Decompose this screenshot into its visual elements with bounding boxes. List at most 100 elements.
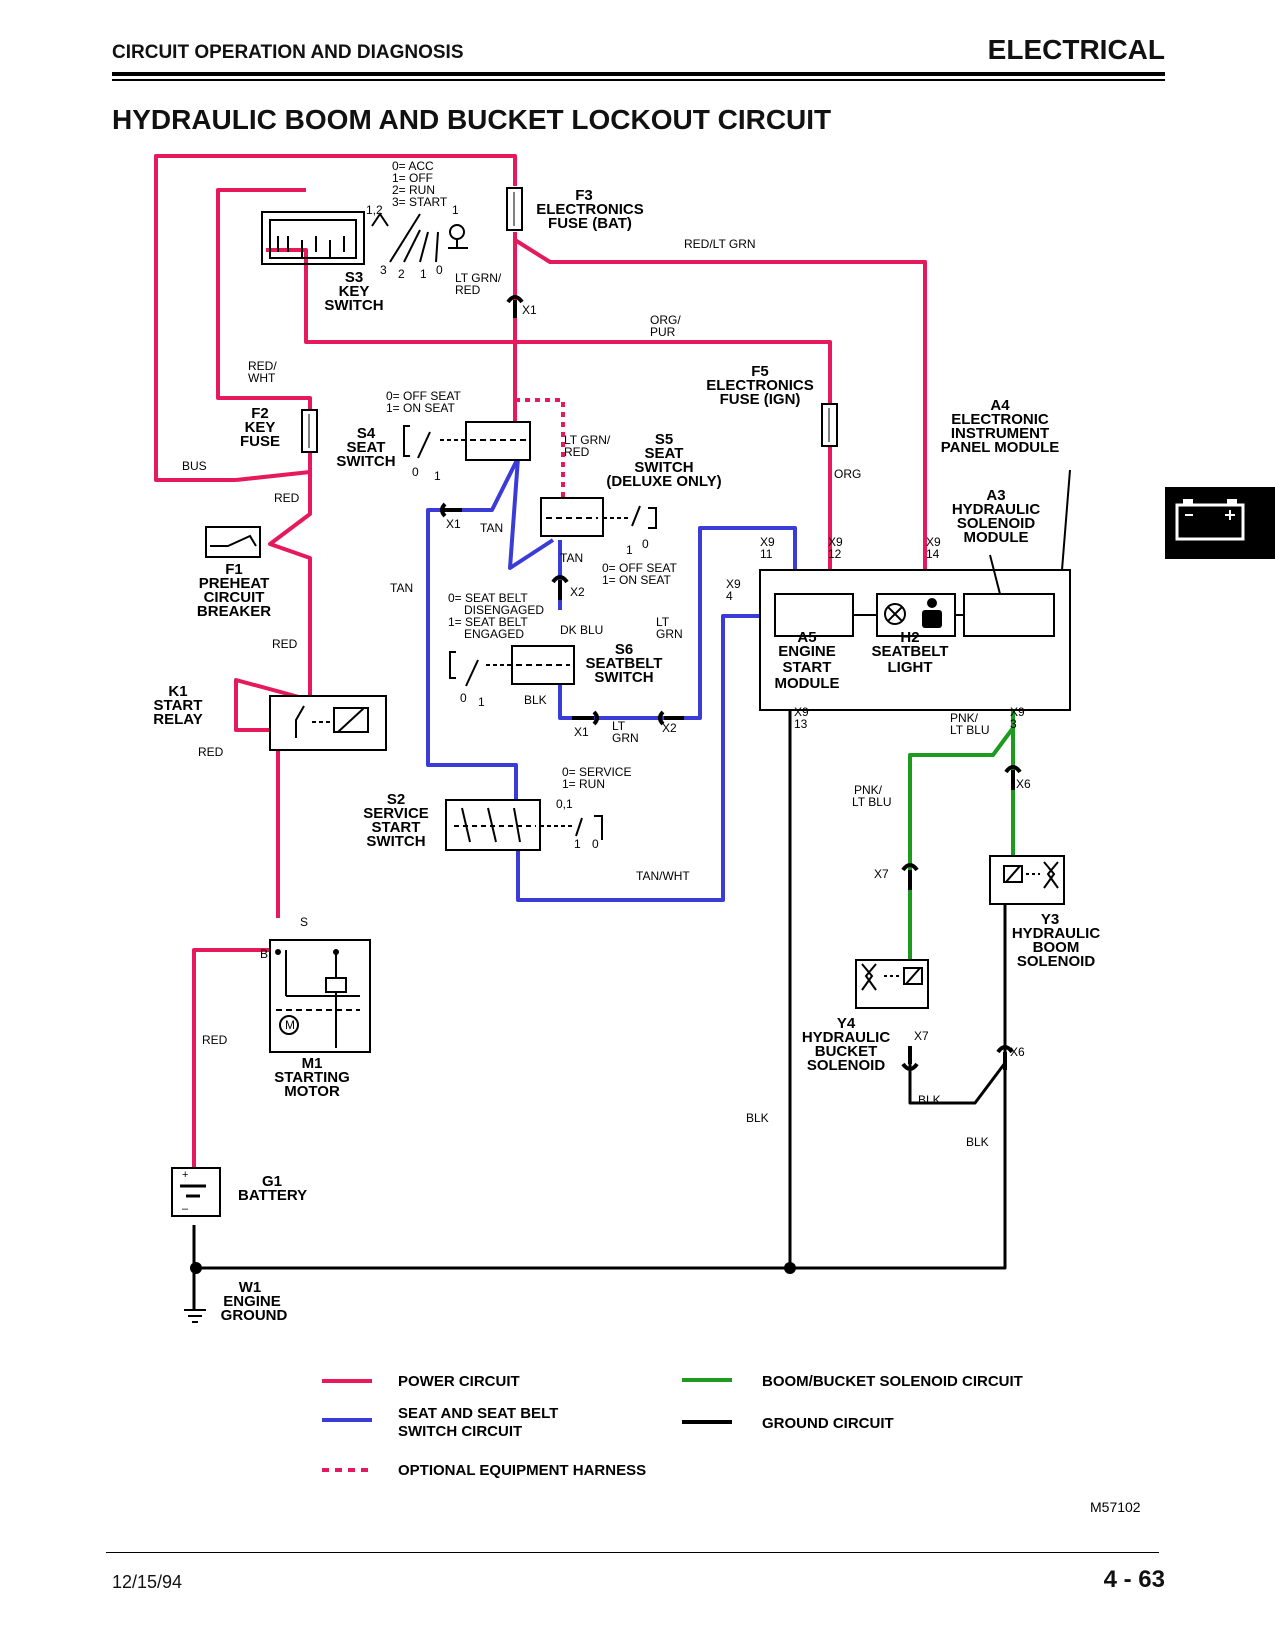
wire-lt-grn-red2-b: RED [564,445,590,459]
f5-label: F5 ELECTRONICS FUSE (IGN) [706,363,814,408]
electrical-section-tab[interactable] [1165,487,1275,559]
g1-id: G1 [262,1173,282,1190]
s4-pos-1: 1= ON SEAT [386,401,455,415]
wire-bus: BUS [182,459,207,473]
wire-red-4: RED [202,1033,228,1047]
seat-circuit-wires [426,457,797,902]
f3-label: F3 ELECTRONICS FUSE (BAT) [536,187,644,232]
s4-id: S4 [357,425,376,442]
s2-label: S2 SERVICE START SWITCH [363,791,429,850]
ground-junction-2 [784,1262,796,1274]
f1-id: F1 [225,561,243,578]
s6-l1: SEATBELT [586,655,663,672]
w1-id: W1 [239,1279,262,1296]
s2-pos-1: 1= RUN [562,777,605,791]
s3-pin-b0: 0 [436,263,443,277]
conn-x9-3-a: X9 [1010,705,1025,719]
legend-optional-label: OPTIONAL EQUIPMENT HARNESS [398,1462,646,1479]
conn-x1-c: X1 [574,725,589,739]
s6-pos-1: DISENGAGED [464,603,544,617]
s3-pos-0: 0= ACC [392,159,434,173]
conn-x1-b: X1 [446,517,461,531]
seat-switch-s5 [540,497,657,537]
section-title: CIRCUIT OPERATION AND DIAGNOSIS [112,42,464,63]
wire-org: ORG [834,467,861,481]
a3-id: A3 [986,487,1005,504]
s5-l1: SEAT [645,445,684,462]
h2-label: H2 SEATBELT LIGHT [872,629,949,676]
y4-l2: BUCKET [815,1043,878,1060]
s3-pos-3: 3= START [392,195,448,209]
a4-l1: ELECTRONIC [951,411,1049,428]
f3-id: F3 [575,187,593,204]
s3-l1: KEY [339,283,370,300]
s5-label: S5 SEAT SWITCH (DELUXE ONLY) [606,431,721,490]
w1-l1: ENGINE [223,1293,281,1310]
start-relay-k1 [269,695,387,751]
m1-l2: MOTOR [284,1083,340,1100]
k1-l1: START [154,697,203,714]
f5-l1: ELECTRONICS [706,377,814,394]
s2-l1: SERVICE [363,805,429,822]
wire-lt-grn-red-b: RED [455,283,481,297]
f2-l2: FUSE [240,433,280,450]
service-start-switch-s2 [445,799,603,851]
conn-x2-b: X2 [662,721,677,735]
w1-label: W1 ENGINE GROUND [221,1279,288,1324]
s5-l2: SWITCH [634,459,693,476]
key-switch-s3 [261,211,468,265]
k1-id: K1 [168,683,187,700]
s6-pin-0: 0 [460,691,467,705]
y3-l3: SOLENOID [1017,953,1096,970]
f1-l3: BREAKER [197,603,271,620]
s2-l3: SWITCH [366,833,425,850]
h2-id: H2 [900,629,919,646]
page-title: HYDRAULIC BOOM AND BUCKET LOCKOUT CIRCUI… [112,104,832,135]
conn-x9-14-b: 14 [926,547,940,561]
f5-l2: FUSE (IGN) [720,391,801,408]
wire-org-pur-a: ORG/ [650,313,681,327]
wire-blk-2: BLK [746,1111,769,1125]
f2-l1: KEY [245,419,276,436]
h2-l1: SEATBELT [872,643,949,660]
s3-pin-1: 1 [452,203,459,217]
s5-id: S5 [655,431,673,448]
y4-l1: HYDRAULIC [802,1029,890,1046]
s4-label: S4 SEAT SWITCH [336,425,395,470]
seatbelt-switch-s6 [449,645,575,687]
s5-pin-0: 0 [642,537,649,551]
s3-pin-b2: 2 [398,267,405,281]
page-number: 4 - 63 [1103,1566,1165,1593]
f5-id: F5 [751,363,769,380]
y3-id: Y3 [1041,911,1059,928]
footer-date: 12/15/94 [112,1572,183,1592]
connector-marks [440,295,1022,1071]
s5-positions: 0= OFF SEAT 1= ON SEAT 1 0 [602,537,677,587]
battery-icon [1175,499,1245,541]
wire-blk-3: BLK [918,1093,941,1107]
s3-pin-12: 1,2 [366,203,383,217]
wire-lt-grn-red2-a: LT GRN/ [564,433,611,447]
s2-id: S2 [387,791,405,808]
wire-labels: RED/LT GRN LT GRN/ RED ORG/ PUR RED/ WHT… [182,237,990,1149]
f2-label: F2 KEY FUSE [240,405,280,450]
wire-tan-2: TAN [560,551,583,565]
legend-seat-label-a: SEAT AND SEAT BELT [398,1405,558,1422]
s6-id: S6 [615,641,633,658]
s3-positions: 0= ACC 1= OFF 2= RUN 3= START 1,2 1 3 2 … [366,159,459,281]
wire-lt-grn-b: GRN [656,627,683,641]
s3-pin-b3: 3 [380,263,387,277]
s6-pos-3: ENGAGED [464,627,524,641]
s6-pin-1: 1 [478,695,485,709]
wire-lt-grn-red-a: LT GRN/ [455,271,502,285]
wire-red-wht-a: RED/ [248,359,277,373]
m1-label: M1 STARTING MOTOR [274,1055,350,1100]
s2-pin-1: 1 [574,837,581,851]
wire-red-2: RED [272,637,298,651]
chapter-title: ELECTRICAL [987,34,1165,65]
optional-harness-wire [515,398,565,500]
y4-label: Y4 HYDRAULIC BUCKET SOLENOID [802,1015,890,1074]
s3-label: S3 KEY SWITCH [324,269,383,314]
battery-g1 [171,1167,221,1217]
